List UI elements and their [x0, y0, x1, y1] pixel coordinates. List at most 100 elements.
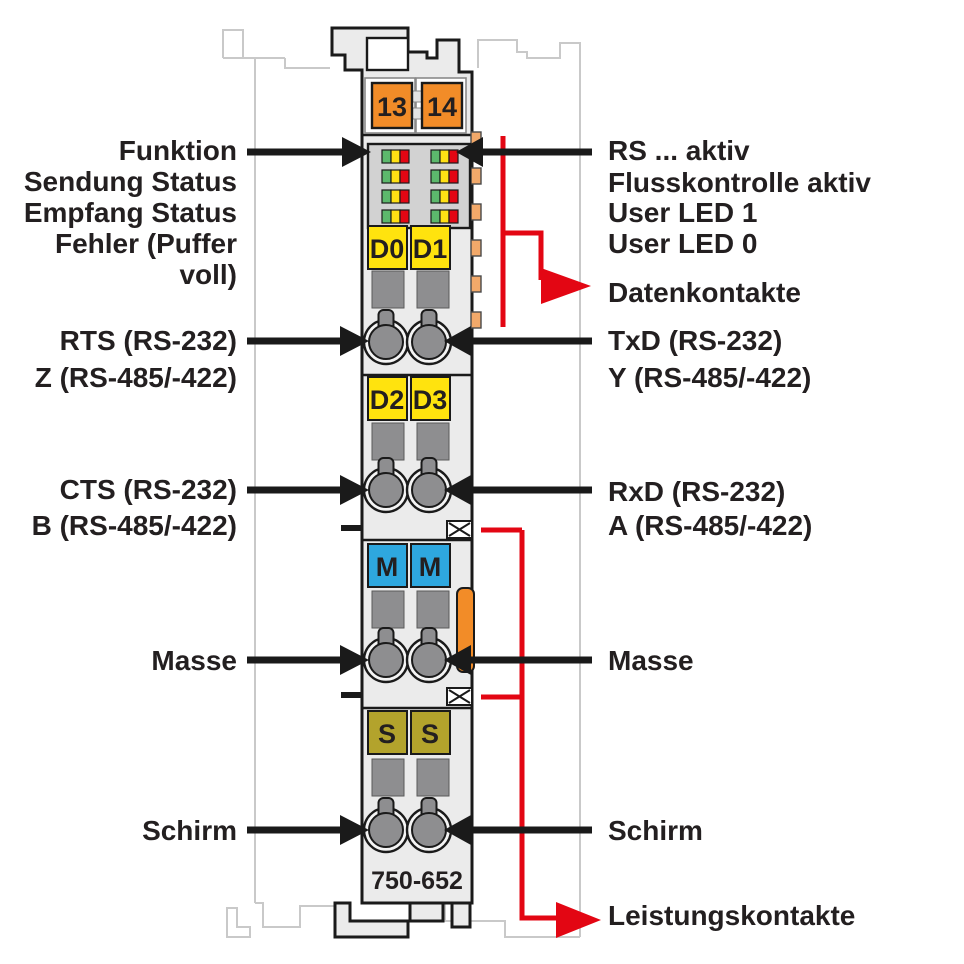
bottom-foot-right: [450, 901, 472, 929]
terminal-m-right: [410, 543, 451, 588]
led-indicator: [448, 209, 459, 224]
label-fehler-line1: Fehler (Puffer: [55, 228, 237, 259]
left-contact-dash: [341, 525, 363, 531]
label-user-led-1: User LED 1: [608, 197, 757, 228]
wire-connector: [411, 472, 447, 508]
terminal-d2-label: D2: [370, 385, 405, 415]
label-b: B (RS-485/-422): [32, 510, 237, 541]
label-flusskontrolle: Flusskontrolle aktiv: [608, 167, 871, 198]
wire-connector: [411, 642, 447, 678]
wire-connector: [368, 472, 404, 508]
module-id: 750-652: [371, 867, 463, 895]
terminal-13: [370, 81, 414, 130]
label-fehler-line2: voll): [179, 259, 237, 290]
data-contact-tab: [470, 275, 482, 293]
label-z: Z (RS-485/-422): [35, 362, 237, 393]
led-indicator: [381, 209, 392, 224]
label-masse-left: Masse: [151, 645, 237, 676]
label-leistungskontakte: Leistungskontakte: [608, 900, 855, 931]
clamp-slot: [371, 270, 405, 309]
label-cts: CTS (RS-232): [60, 474, 237, 505]
data-contact-tab: [470, 203, 482, 221]
terminal-13-label: 13: [377, 92, 407, 122]
label-txd: TxD (RS-232): [608, 325, 782, 356]
terminal-s-left-label: S: [378, 719, 396, 749]
bottom-foot-middle: [408, 901, 445, 923]
led-status-panel: [366, 142, 472, 230]
led-indicator: [381, 149, 392, 164]
label-masse-right: Masse: [608, 645, 694, 676]
terminal-d0-label: D0: [370, 234, 405, 264]
terminal-d2: [367, 376, 408, 421]
wire-connector: [368, 324, 404, 360]
led-indicator: [430, 149, 441, 164]
leistungskontakte-arrowhead: [556, 902, 601, 938]
label-rxd: RxD (RS-232): [608, 476, 785, 507]
wire-connector-row-cts-rxd: [362, 457, 453, 514]
label-schirm-left: Schirm: [142, 815, 237, 846]
clamp-slot: [416, 758, 450, 797]
label-empfang-status: Empfang Status: [24, 197, 237, 228]
terminal-s-right-label: S: [421, 719, 439, 749]
din-rail-channel: [365, 36, 410, 72]
led-indicator: [390, 169, 401, 184]
arrow-rxd: [444, 475, 592, 505]
terminal-d0: [367, 225, 408, 270]
led-indicator: [430, 189, 441, 204]
led-cells: [381, 149, 459, 224]
right-label-column: RS ... aktiv Flusskontrolle aktiv User L…: [608, 135, 871, 931]
clamp-slot: [416, 270, 450, 309]
led-indicator: [439, 149, 450, 164]
terminal-14: [420, 81, 464, 130]
terminal-d3: [410, 376, 451, 421]
terminal-d1: [410, 225, 451, 270]
datenkontakte-path: [500, 136, 591, 327]
left-contact-dash: [341, 692, 363, 698]
terminal-14-label: 14: [427, 92, 457, 122]
adjacent-module-outline-right: [444, 39, 581, 938]
label-user-led-0: User LED 0: [608, 228, 757, 259]
wire-connector-row-schirm: [362, 797, 453, 854]
arrow-masse-right: [444, 645, 592, 675]
arrow-rs-aktiv: [456, 137, 592, 167]
label-sendung-status: Sendung Status: [24, 166, 237, 197]
wire-connector: [368, 642, 404, 678]
led-indicator: [381, 169, 392, 184]
led-indicator: [399, 149, 410, 164]
arrow-txd: [444, 326, 592, 356]
led-indicator: [439, 169, 450, 184]
led-indicator: [448, 169, 459, 184]
led-indicator: [390, 209, 401, 224]
terminal-s-right: [410, 710, 451, 755]
led-indicator: [381, 189, 392, 204]
terminal-d1-label: D1: [413, 234, 448, 264]
label-funktion: Funktion: [119, 135, 237, 166]
arrow-schirm-left: [247, 815, 369, 845]
wire-connector: [368, 812, 404, 848]
clamp-slot: [371, 422, 405, 461]
label-rs-aktiv: RS ... aktiv: [608, 135, 750, 166]
label-datenkontakte: Datenkontakte: [608, 277, 801, 308]
led-indicator: [448, 149, 459, 164]
led-indicator: [430, 169, 441, 184]
led-indicator: [448, 189, 459, 204]
wire-connector: [411, 812, 447, 848]
data-contact-tab: [470, 239, 482, 257]
terminal-s-left: [367, 710, 408, 755]
clamp-slot: [416, 422, 450, 461]
signal-terminal-row-d0-d1: D0 D1: [367, 225, 451, 309]
led-indicator: [430, 209, 441, 224]
label-y: Y (RS-485/-422): [608, 362, 811, 393]
data-contact-tab: [470, 167, 482, 185]
power-terminal-block: 13 14: [364, 77, 467, 134]
label-schirm-right: Schirm: [608, 815, 703, 846]
ground-terminal-row: M M: [367, 543, 475, 673]
datenkontakte-arrowhead: [541, 268, 591, 304]
power-jumper-contacts-lower: [341, 687, 473, 706]
led-indicator: [399, 209, 410, 224]
terminal-d3-label: D3: [413, 385, 448, 415]
left-label-column: Funktion Sendung Status Empfang Status F…: [24, 135, 237, 846]
leistungskontakte-path: [481, 527, 601, 938]
